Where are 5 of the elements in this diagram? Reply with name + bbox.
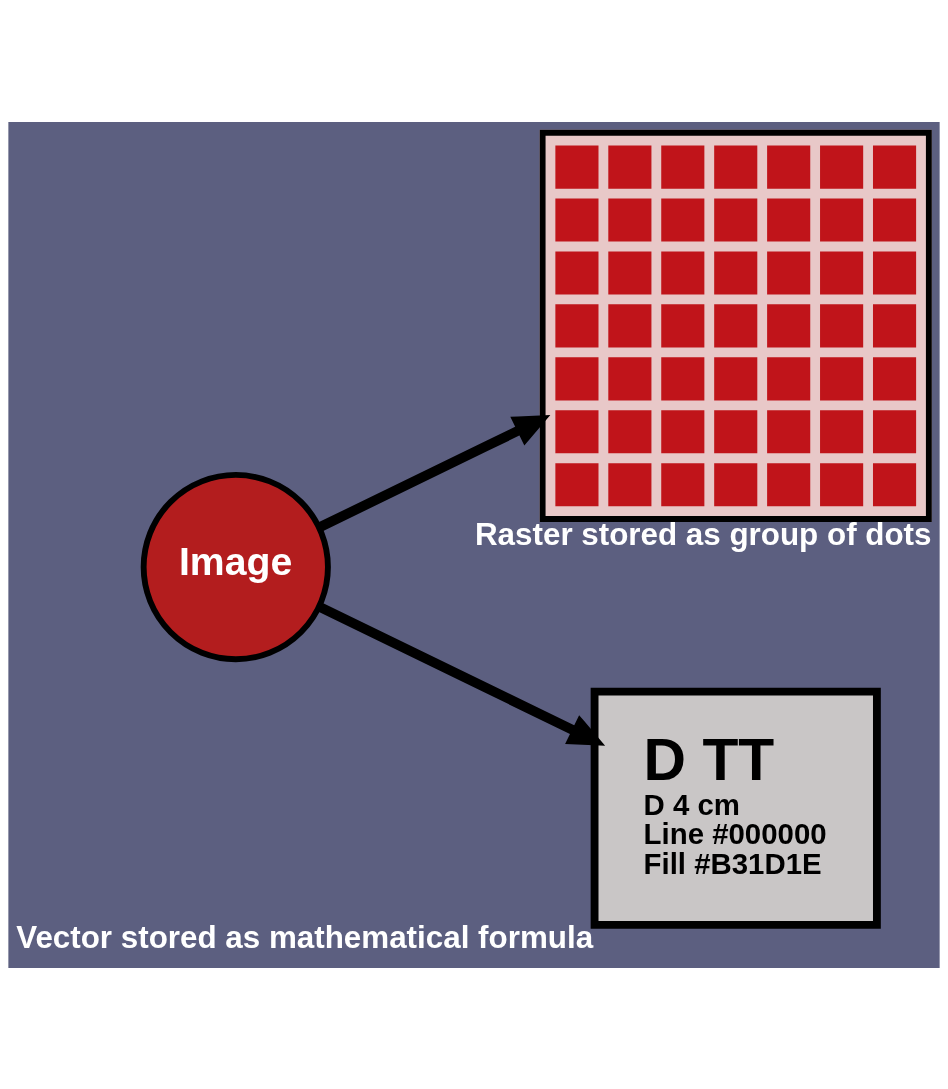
node-box: D TT D 4 cm Line #000000 Fill #B31D1E [590,687,881,929]
node-circle: Image [140,471,331,662]
arrow [316,414,551,532]
arrow [316,601,606,746]
node-label: Raster stored as group of dots [474,516,932,552]
